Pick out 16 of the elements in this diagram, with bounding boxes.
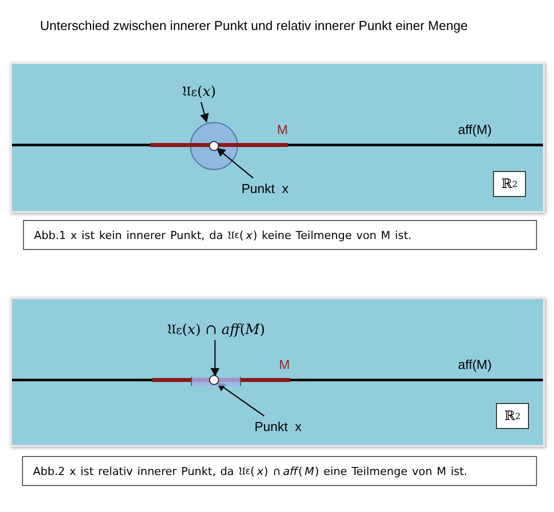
neighbourhood-interval <box>191 377 241 386</box>
set-label: M <box>279 357 290 372</box>
diagram-panel <box>10 297 545 447</box>
neighbourhood-disc <box>190 122 238 170</box>
diagram-title: Unterschied zwischen innerer Punkt und relativ innerer Punkt einer Menge <box>40 18 468 33</box>
line-label: aff(M) <box>458 357 492 372</box>
leader-arrow <box>200 102 209 123</box>
diagram-panel <box>10 62 545 213</box>
line-label: aff(M) <box>458 122 492 137</box>
point-marker <box>209 375 219 385</box>
leader-arrow <box>210 340 220 377</box>
math-label: Punkt x <box>246 417 310 435</box>
set-label: M <box>277 122 288 137</box>
math-label: Punkt x <box>233 179 297 197</box>
leader-arrow <box>216 148 254 178</box>
point-marker <box>209 141 219 151</box>
